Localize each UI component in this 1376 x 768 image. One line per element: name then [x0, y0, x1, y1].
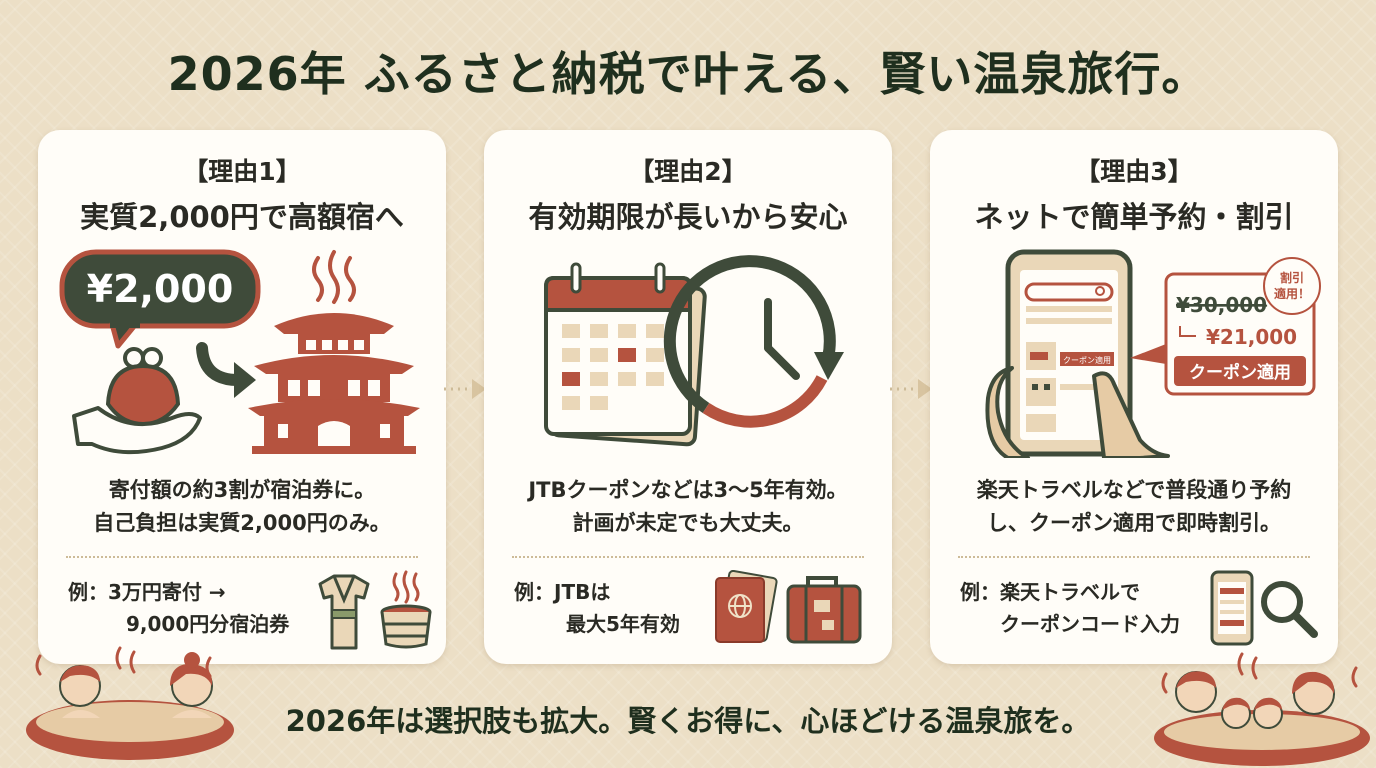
hot-spring-people-icon-left — [26, 646, 234, 760]
suitcase-icon — [786, 576, 862, 644]
card-example: 例：3万円寄付 → 9,000円分宿泊券 — [68, 576, 289, 640]
description-line: 楽天トラベルなどで普段通り予約 — [976, 478, 1292, 502]
example-label: 例： — [68, 580, 108, 604]
card-heading: 実質2,000円で高額宿へ — [80, 200, 404, 234]
page-title: 2026年 ふるさと納税で叶える、賢い温泉旅行。 — [167, 47, 1209, 101]
example-line: 3万円寄付 → — [108, 580, 226, 604]
onsen-inn-icon — [248, 313, 420, 454]
hand-icon — [72, 406, 202, 455]
example-label: 例： — [960, 580, 1000, 604]
connector-arrow-2 — [890, 379, 932, 399]
badge-line: 適用！ — [1274, 286, 1310, 301]
steam-icon — [1161, 652, 1358, 694]
description-line: 自己負担は実質2,000円のみ。 — [93, 511, 391, 535]
reason-card-1: 【理由1】 実質2,000円で高額宿へ ¥2,000 — [38, 130, 446, 664]
new-price: ¥21,000 — [1206, 325, 1297, 349]
coupon-small-label: クーポン適用 — [1063, 355, 1111, 365]
card-reason-label: 【理由1】 — [183, 157, 301, 186]
clock-icon — [663, 255, 844, 428]
card-2-illustration — [544, 255, 844, 447]
card-heading: 有効期限が長いから安心 — [528, 200, 848, 234]
steam-icon — [392, 570, 420, 604]
discount-badge: 割引 適用！ — [1263, 257, 1321, 315]
example-label: 例： — [514, 580, 554, 604]
reason-card-3: 【理由3】 ネットで簡単予約・割引 クーポン適用 ¥30,000 ¥21,000 — [930, 130, 1338, 664]
wooden-bucket-icon — [380, 604, 432, 649]
coupon-apply-button[interactable] — [1174, 356, 1306, 386]
footer-message: 2026年は選択肢も拡大。賢くお得に、心ほどける温泉旅を。 — [285, 704, 1091, 738]
card-description: JTBクーポンなどは3〜5年有効。 計画が未定でも大丈夫。 — [494, 474, 882, 540]
example-1-illustration — [318, 570, 432, 650]
description-line: JTBクーポンなどは3〜5年有効。 — [528, 478, 848, 502]
card-reason-label: 【理由2】 — [629, 157, 747, 186]
card-reason-label: 【理由3】 — [1075, 157, 1193, 186]
card-example: 例：楽天トラベルで クーポンコード入力 — [960, 576, 1180, 640]
reason-card-2: 【理由2】 有効期限が長いから安心 JTBクーポンなどは3 — [484, 130, 892, 664]
arrow-right-icon — [196, 342, 256, 398]
badge-line: 割引 — [1280, 270, 1304, 285]
steam-icon — [312, 250, 356, 304]
kimono-icon — [318, 574, 370, 650]
passport-icon — [715, 570, 778, 643]
building-icon — [1026, 378, 1056, 406]
hot-spring-people-icon-right — [1154, 652, 1370, 766]
example-line: 楽天トラベルで — [1000, 580, 1140, 604]
coupon-apply-label: クーポン適用 — [1189, 362, 1291, 383]
coin-purse-icon — [105, 347, 181, 427]
card-3-illustration: クーポン適用 ¥30,000 ¥21,000 クーポン適用 割引 適用！ — [985, 249, 1321, 458]
example-3-illustration — [1210, 570, 1318, 646]
card-example: 例：JTBは 最大5年有効 — [514, 576, 680, 640]
hand-icon — [1092, 371, 1170, 458]
card-divider — [512, 556, 864, 558]
example-2-illustration — [715, 570, 862, 644]
smartphone-icon — [1210, 570, 1254, 646]
price-bubble-text: ¥2,000 — [87, 267, 234, 311]
magnifier-icon — [1261, 581, 1318, 638]
card-1-illustration: ¥2,000 — [59, 249, 420, 455]
card-divider — [66, 556, 418, 558]
example-line: 最大5年有効 — [566, 612, 680, 636]
card-description: 楽天トラベルなどで普段通り予約 し、クーポン適用で即時割引。 — [940, 474, 1328, 540]
card-description: 寄付額の約3割が宿泊券に。 自己負担は実質2,000円のみ。 — [48, 474, 436, 540]
example-line: クーポンコード入力 — [1000, 612, 1180, 636]
price-speech-bubble: ¥2,000 — [59, 249, 261, 349]
example-line: 9,000円分宿泊券 — [126, 612, 290, 636]
card-heading: ネットで簡単予約・割引 — [974, 200, 1294, 234]
card-divider — [958, 556, 1310, 558]
description-line: し、クーポン適用で即時割引。 — [987, 511, 1281, 535]
description-line: 寄付額の約3割が宿泊券に。 — [108, 478, 376, 502]
example-line: JTBは — [554, 580, 611, 604]
search-icon — [1095, 286, 1105, 296]
connector-arrow-1 — [444, 379, 486, 399]
description-line: 計画が未定でも大丈夫。 — [572, 511, 804, 535]
